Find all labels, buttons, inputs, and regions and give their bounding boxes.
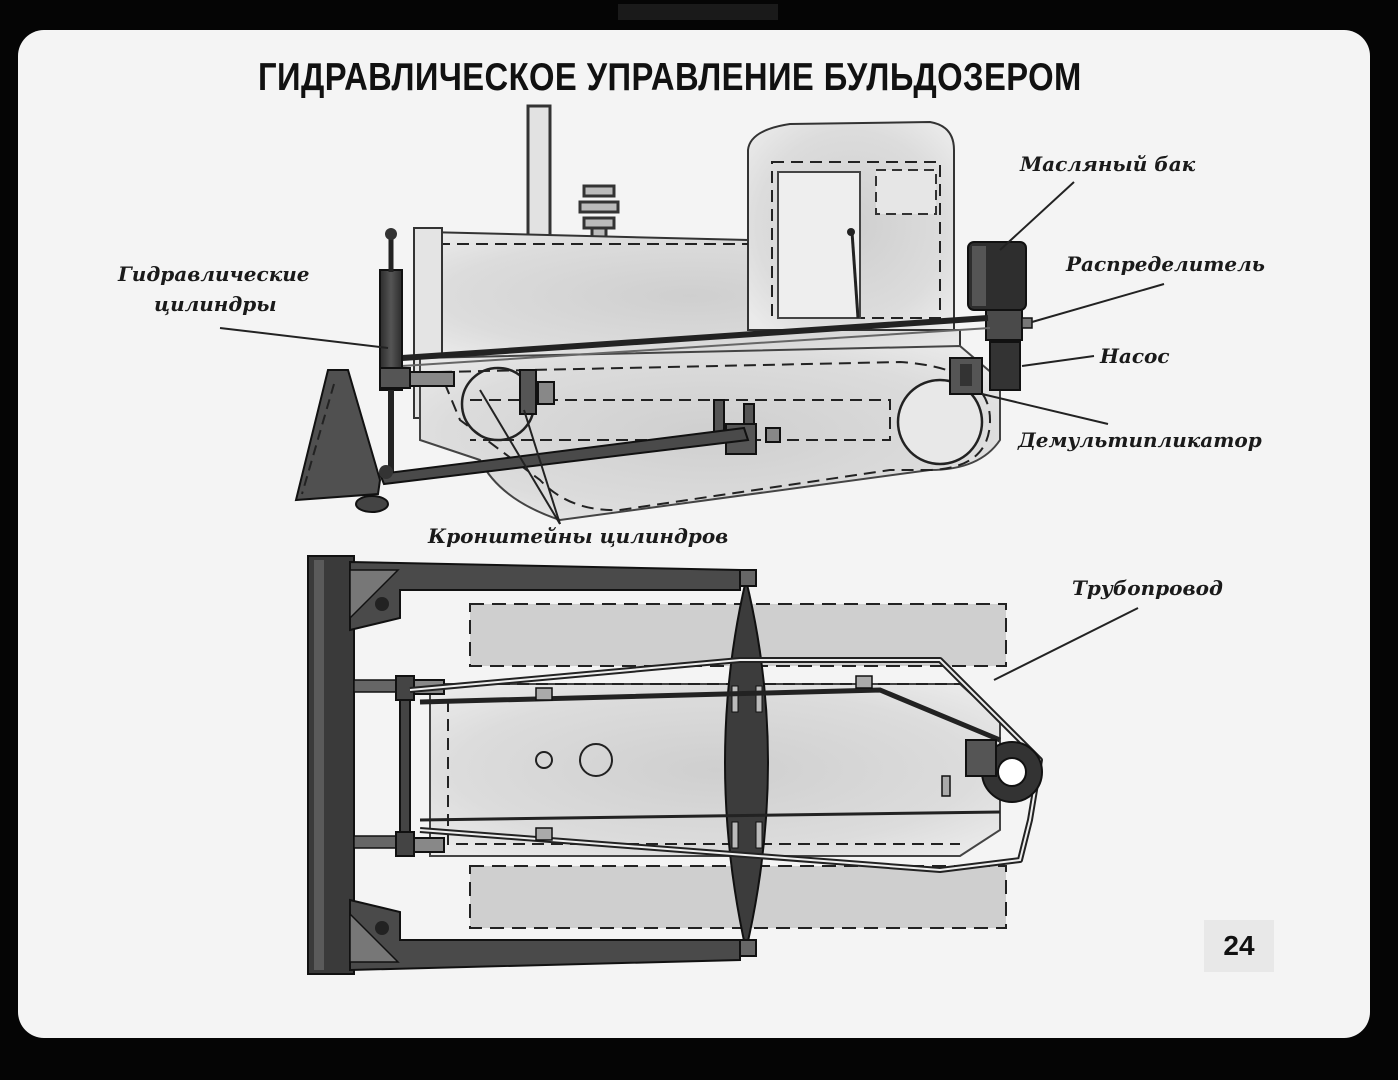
side-view xyxy=(219,104,1165,525)
label-oil-tank: Масляный бак xyxy=(1020,152,1196,176)
label-pipeline: Трубопровод xyxy=(1072,576,1223,600)
bulldozer-blade xyxy=(294,369,382,502)
engine-cap-large xyxy=(579,743,613,777)
label-demultiplier: Демультипликатор xyxy=(1018,428,1262,452)
label-pump: Насос xyxy=(1100,344,1170,368)
top-view xyxy=(307,555,1139,975)
exhaust-pipe xyxy=(526,104,552,240)
pump-top xyxy=(965,739,997,777)
distributor xyxy=(985,309,1023,341)
blade-shoe xyxy=(355,495,389,513)
cab-door xyxy=(777,171,861,319)
film-frame-mark xyxy=(618,4,778,20)
label-distributor: Распределитель xyxy=(1066,252,1265,276)
label-cylinder-brackets: Кронштейны цилиндров xyxy=(428,524,729,548)
page-number: 24 xyxy=(1204,920,1274,972)
drive-wheel xyxy=(896,378,984,466)
label-hydraulic-cylinders-line1: Гидравлические xyxy=(118,262,310,286)
hydraulic-cylinder xyxy=(379,228,403,476)
cab-window xyxy=(875,169,937,215)
push-frame-lower xyxy=(349,898,741,972)
engine-cap-small xyxy=(535,751,553,769)
leader-lines xyxy=(219,181,1165,525)
air-cleaner xyxy=(578,184,620,242)
push-arm xyxy=(378,426,750,486)
tractor-body-top xyxy=(429,683,1001,857)
label-hydraulic-cylinders-line2: цилиндры xyxy=(154,292,277,316)
pump xyxy=(989,341,1021,391)
